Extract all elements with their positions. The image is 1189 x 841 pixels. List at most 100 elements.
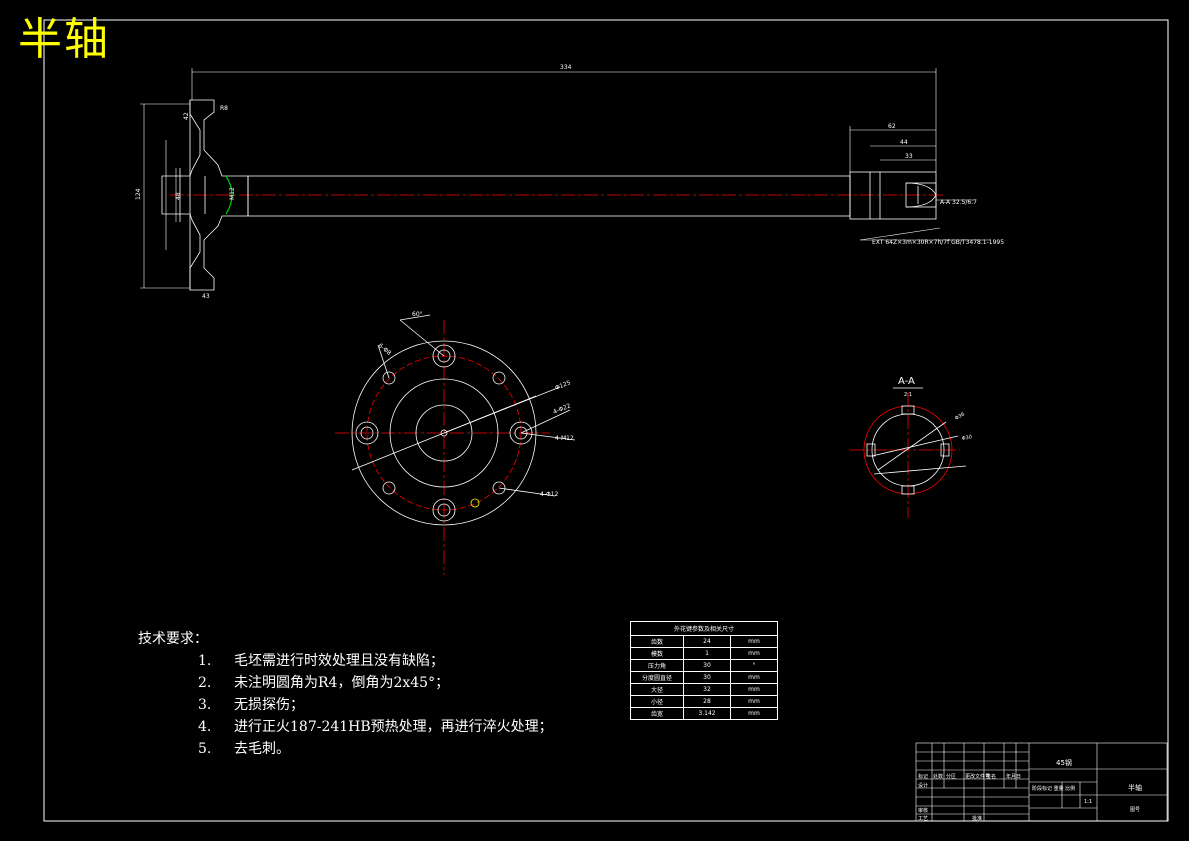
requirement-item: 5. 去毛刺。 bbox=[138, 738, 553, 760]
flange-dia-label: Φ125 bbox=[554, 379, 572, 392]
flange-hole-a-label: 6-Φ8 bbox=[377, 342, 393, 357]
flange-small-hole bbox=[382, 371, 396, 385]
param-unit: mm bbox=[730, 707, 778, 720]
flange-hole bbox=[432, 344, 456, 368]
requirement-item: 2. 未注明圆角为R4，倒角为2x45°； bbox=[138, 672, 553, 694]
section-scale: 2:1 bbox=[904, 392, 912, 398]
title-block-part-name: 半轴 bbox=[1128, 784, 1142, 792]
dim-left-bottom: 43 bbox=[202, 293, 210, 300]
dim-right-mid: 44 bbox=[900, 139, 908, 146]
param-value: 1 bbox=[683, 647, 731, 660]
section-label: A-A bbox=[898, 376, 915, 387]
param-unit: mm bbox=[730, 671, 778, 684]
requirement-item: 1. 毛坯需进行时效处理且没有缺陷； bbox=[138, 650, 553, 672]
requirement-text: 进行正火187-241HB预热处理，再进行淬火处理； bbox=[234, 719, 553, 735]
spline-callout: EXT 64Z×3m×30R×7h/7f GB/T3478.1-1995 bbox=[872, 239, 1004, 246]
flange-outer bbox=[351, 340, 537, 526]
param-unit: ° bbox=[730, 659, 778, 672]
title-block-row-label: 审核 bbox=[918, 808, 929, 814]
title-block-col-label: 更改文件号 bbox=[965, 774, 991, 780]
param-value: 30 bbox=[683, 671, 731, 684]
requirement-text: 去毛刺。 bbox=[234, 741, 290, 757]
technical-requirements: 技术要求： 1. 毛坯需进行时效处理且没有缺陷； 2. 未注明圆角为R4，倒角为2x… bbox=[138, 628, 553, 760]
spline-end bbox=[849, 171, 937, 220]
flange-small-hole bbox=[492, 371, 506, 385]
param-value: 30 bbox=[683, 659, 731, 672]
param-value: 32 bbox=[683, 683, 731, 696]
param-name: 模数 bbox=[630, 647, 684, 660]
title-block-col-label: 年月日 bbox=[1006, 774, 1022, 780]
title-block-col-label: 标记 bbox=[918, 774, 929, 780]
flange-hub bbox=[389, 378, 499, 488]
param-name: 齿数 bbox=[630, 635, 684, 648]
title-block-material: 45钢 bbox=[1056, 759, 1072, 767]
param-unit: mm bbox=[730, 695, 778, 708]
title-block-grid bbox=[915, 742, 1168, 822]
title-block-approve: 批准 bbox=[972, 816, 983, 822]
param-unit: mm bbox=[730, 683, 778, 696]
section-arrow-note: A-A 32.5/6.7 bbox=[940, 199, 977, 206]
title-block: 45钢 半轴 阶段标记 重量 比例 1:1 图号 标记 处数 分区 更改文件号 … bbox=[916, 743, 1167, 822]
title-block-row-label: 工艺 bbox=[918, 816, 929, 822]
param-value: 3.142 bbox=[683, 707, 731, 720]
param-unit: mm bbox=[730, 635, 778, 648]
dim-left-small-a: 48 bbox=[175, 192, 182, 200]
param-name: 压力角 bbox=[630, 659, 684, 672]
flange-view bbox=[335, 314, 576, 575]
title-block-stage: 阶段标记 重量 比例 bbox=[1032, 786, 1076, 792]
param-name: 分度圆直径 bbox=[630, 671, 684, 684]
param-name: 齿宽 bbox=[630, 707, 684, 720]
dim-overall-length: 334 bbox=[560, 64, 572, 71]
requirement-num: 1. bbox=[198, 653, 212, 669]
flange-labels: 60° 6-Φ8 Φ125 4-Φ22 4-M12 4-Φ12 bbox=[377, 311, 574, 498]
shaft-body bbox=[247, 175, 851, 217]
flange-small-hole bbox=[492, 481, 506, 495]
section-labels: A-A 2:1 Φ36 Φ30 bbox=[898, 376, 973, 442]
requirement-num: 3. bbox=[198, 697, 212, 713]
flange-hole bbox=[509, 421, 533, 445]
drawing-title: 半轴 bbox=[18, 14, 110, 65]
dim-left-small-b: M12 bbox=[229, 187, 236, 200]
param-name: 小径 bbox=[630, 695, 684, 708]
title-block-col-label: 签名 bbox=[986, 774, 997, 780]
drawing-frame bbox=[43, 19, 1169, 822]
requirement-num: 5. bbox=[198, 741, 212, 757]
flange-hole bbox=[432, 498, 456, 522]
requirement-text: 毛坯需进行时效处理且没有缺陷； bbox=[234, 653, 444, 669]
flange-hole-c-label: 4-M12 bbox=[555, 435, 574, 442]
requirements-heading: 技术要求： bbox=[138, 631, 208, 647]
dim-hub: 124 bbox=[135, 188, 142, 200]
param-value: 24 bbox=[683, 635, 731, 648]
title-block-scale: 1:1 bbox=[1084, 799, 1093, 805]
requirement-text: 未注明圆角为R4，倒角为2x45°； bbox=[234, 675, 450, 691]
fillet-mark bbox=[225, 175, 233, 215]
dim-right-inner: 33 bbox=[905, 153, 913, 160]
section-dia-a: Φ36 bbox=[954, 411, 966, 421]
flange-hole bbox=[355, 421, 379, 445]
param-value: 28 bbox=[683, 695, 731, 708]
dim-left-top-b: R8 bbox=[220, 105, 228, 112]
requirement-num: 2. bbox=[198, 675, 212, 691]
title-block-col-label: 分区 bbox=[946, 774, 957, 780]
section-view bbox=[850, 387, 967, 518]
requirement-num: 4. bbox=[198, 719, 212, 735]
spline-table-caption: 外花键参数及相关尺寸 bbox=[630, 621, 778, 636]
requirement-item: 4. 进行正火187-241HB预热处理，再进行淬火处理； bbox=[138, 716, 553, 738]
requirement-text: 无损探伤； bbox=[234, 697, 304, 713]
shaft-dim-labels: 334 62 44 33 124 42 R8 48 M12 43 EXT 64Z… bbox=[135, 64, 1004, 300]
section-dia-b: Φ30 bbox=[961, 434, 972, 442]
flange-angle-label: 60° bbox=[412, 311, 423, 318]
title-block-sheet: 图号 bbox=[1130, 807, 1141, 813]
param-name: 大径 bbox=[630, 683, 684, 696]
param-unit: mm bbox=[730, 647, 778, 660]
flange-profile bbox=[161, 99, 249, 291]
